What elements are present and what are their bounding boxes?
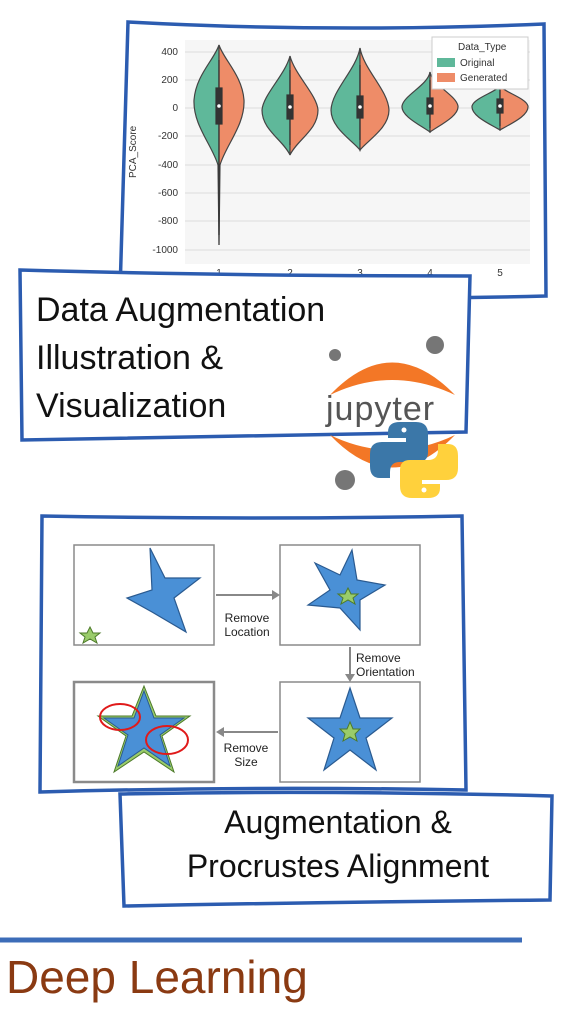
highlight-circle (145, 725, 189, 755)
highlight-circle (99, 703, 141, 731)
y-ticks: 400 200 0 -200 -400 -600 -800 -1000 (152, 47, 178, 256)
y-axis-label: PCA_Score (128, 125, 139, 178)
caption1-line2: Illustration & (36, 339, 224, 377)
violin-3-original (330, 47, 361, 152)
violin-5-generated (499, 84, 529, 132)
legend: Data_Type Original Generated (431, 36, 529, 90)
section-title-deep-learning: Deep Learning (6, 951, 308, 1003)
python-logo (370, 422, 458, 498)
step2-line2: Orientation (356, 665, 415, 679)
caption1-frame (18, 268, 472, 442)
caption1-line3: Visualization (36, 387, 227, 425)
caption1-line1: Data Augmentation (36, 291, 326, 329)
ytick-label: -600 (158, 188, 178, 199)
violin-5-original (471, 84, 501, 132)
legend-generated: Generated (460, 73, 507, 84)
process-arrows (216, 590, 355, 737)
ytick-label: -200 (158, 131, 178, 142)
caption2-line1: Augmentation & (224, 804, 452, 840)
legend-title: Data_Type (458, 42, 507, 53)
step1-line2: Location (224, 625, 270, 639)
violin-1-generated (218, 44, 245, 246)
star-blue-overlay (102, 689, 186, 768)
ytick-label: 200 (161, 75, 178, 86)
step2-line1: Remove (356, 651, 401, 665)
ytick-label: 0 (172, 103, 178, 114)
violin-1-original (193, 44, 220, 246)
caption-procrustes: Augmentation & Procrustes Alignment (122, 800, 554, 888)
ytick-label: -1000 (152, 245, 178, 256)
xtick-label: 4 (427, 268, 433, 279)
step1-line1: Remove (224, 611, 270, 625)
legend-original: Original (460, 58, 494, 69)
xtick-label: 3 (357, 268, 363, 279)
step-remove-orientation: Remove Orientation (356, 651, 415, 679)
caption2-line2: Procrustes Alignment (186, 848, 490, 884)
star-small-green (336, 586, 360, 606)
ytick-label: 400 (161, 47, 178, 58)
caption2-frame (118, 790, 554, 908)
step3-line1: Remove (223, 741, 269, 755)
step3-line2: Size (234, 755, 258, 769)
jupyter-wordmark: jupyter (326, 390, 436, 428)
violin-4-original (401, 71, 431, 134)
star-large (125, 547, 202, 634)
ytick-label: -400 (158, 160, 178, 171)
star-small-green (78, 625, 102, 645)
violin-2-generated (289, 55, 319, 156)
xtick-label: 5 (497, 268, 503, 279)
ytick-label: -800 (158, 216, 178, 227)
step-remove-size: Remove Size (216, 741, 276, 769)
step-remove-location: Remove Location (214, 611, 280, 639)
caption-data-augmentation: Data Augmentation Illustration & Visuali… (36, 286, 325, 430)
violin-2-original (261, 55, 291, 156)
violin-3-generated (359, 47, 390, 152)
star-small-green (338, 720, 362, 743)
